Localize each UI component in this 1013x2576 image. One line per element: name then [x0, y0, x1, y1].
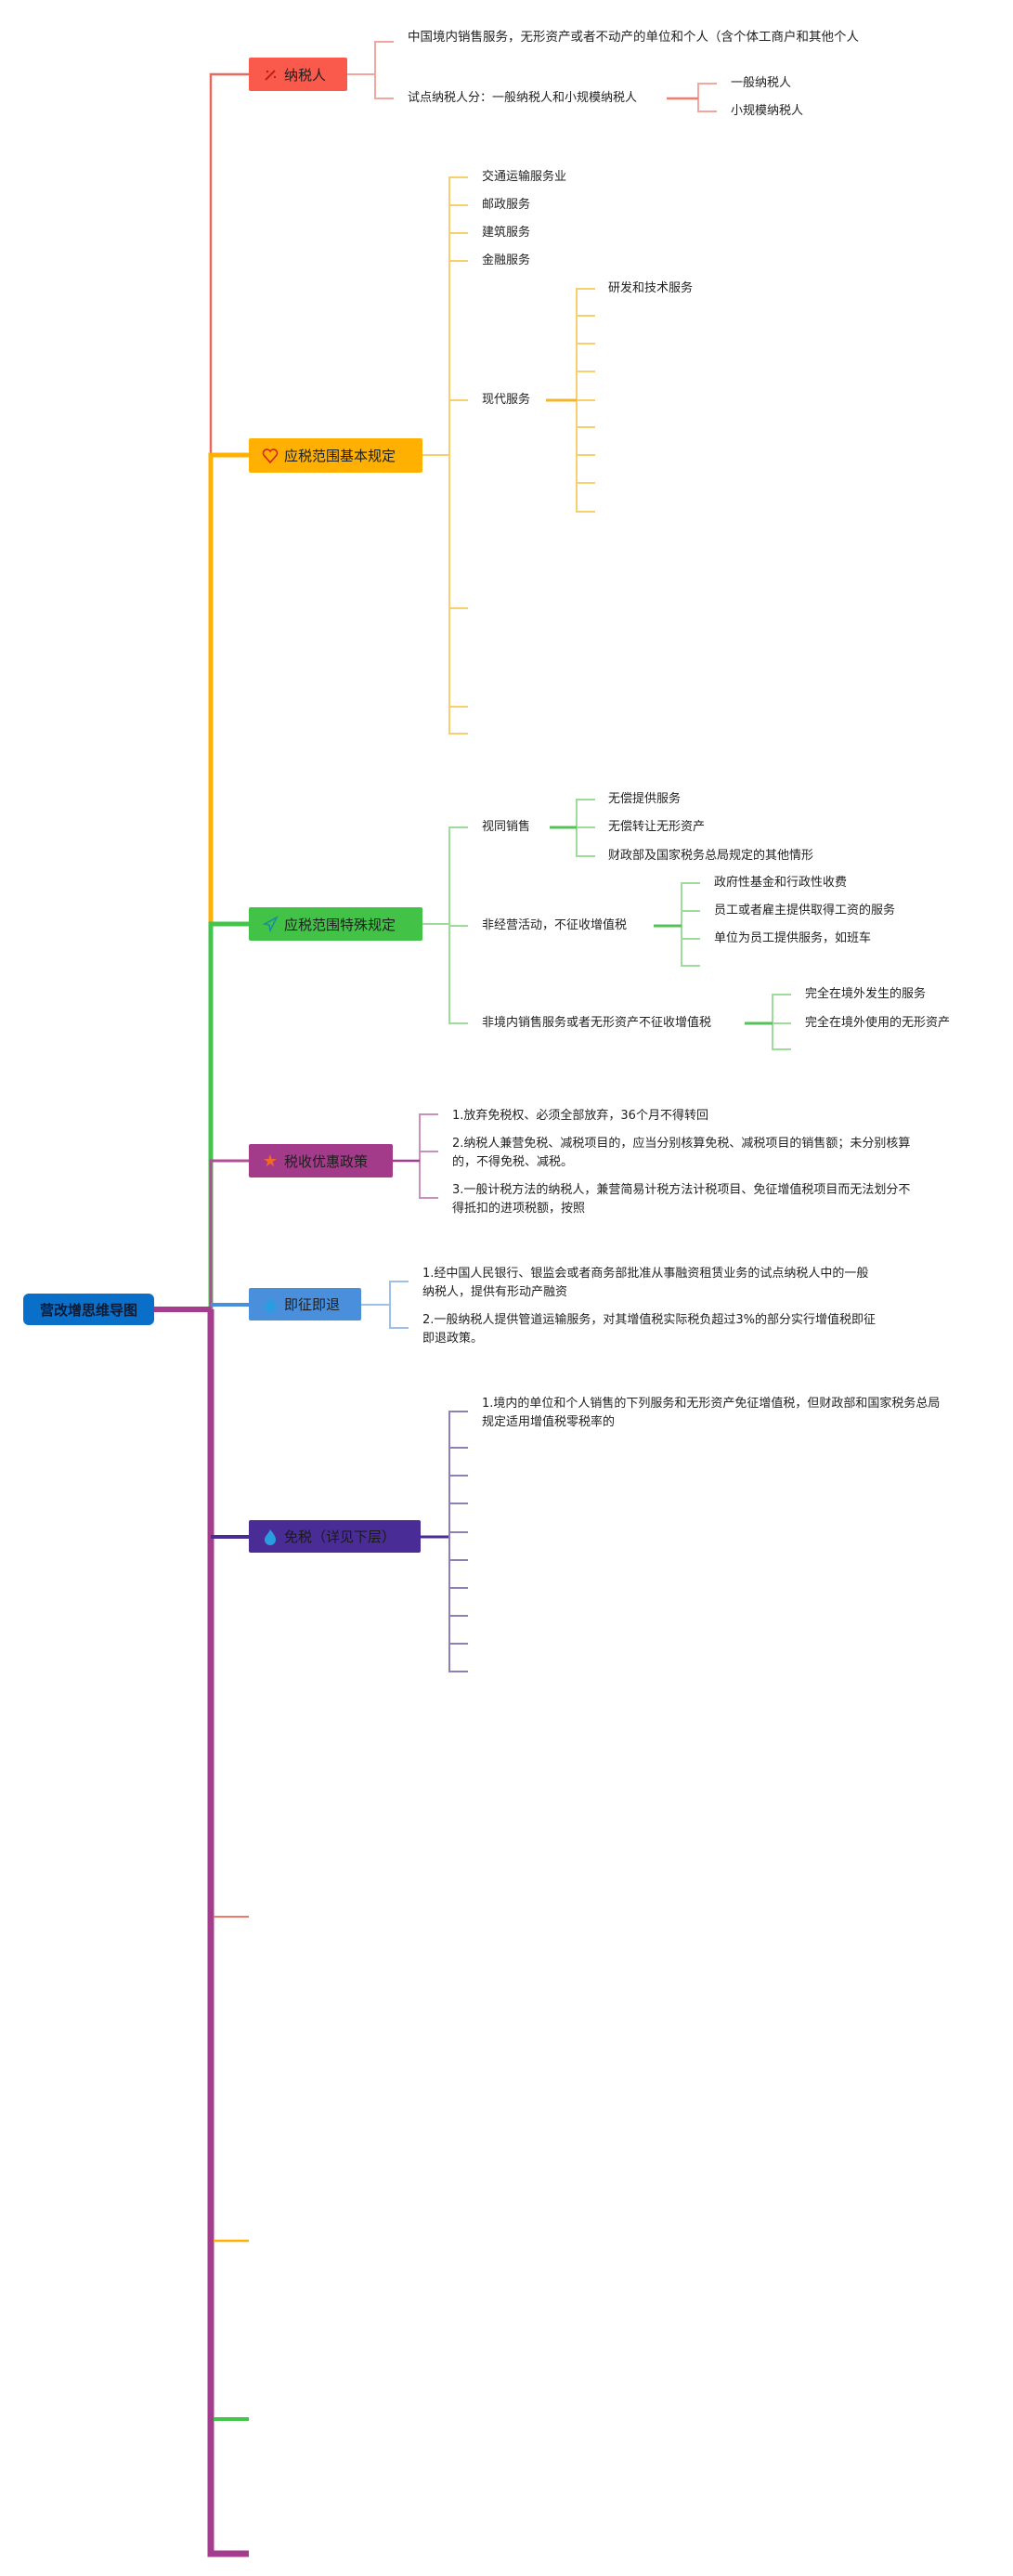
preferential-item[interactable]: 3.一般计税方法的纳税人，兼营简易计税方法计税项目、免征增值税项目而无法划分不得… — [452, 1183, 911, 1216]
branch-special-scope[interactable]: 应税范围特殊规定 — [249, 907, 422, 941]
branch-label: 应税范围特殊规定 — [284, 916, 396, 933]
heart-icon — [262, 448, 279, 464]
nonbusiness-item[interactable]: 政府性基金和行政性收费 — [714, 876, 848, 890]
preferential-item[interactable]: 2.纳税人兼营免税、减税项目的，应当分别核算免税、减税项目的销售额；未分别核算的… — [452, 1137, 911, 1169]
branch-label: 即征即退 — [284, 1296, 341, 1313]
special-deemed-sales[interactable]: 视同销售 — [482, 820, 531, 834]
branch-exemption[interactable]: 免税（详见下层） — [249, 1520, 421, 1553]
taxpayer-types[interactable]: 试点纳税人分：一般纳税人和小规模纳税人 — [408, 91, 638, 105]
branch-label: 应税范围基本规定 — [284, 448, 396, 464]
branch-basic-scope[interactable]: 应税范围基本规定 — [249, 438, 422, 473]
preferential-item[interactable]: 1.放弃免税权、必须全部放弃，36个月不得转回 — [452, 1109, 708, 1123]
branch-immediate-refund[interactable]: 即征即退 — [249, 1288, 361, 1321]
root-label: 营改增思维导图 — [39, 1301, 137, 1319]
exempt-item[interactable]: 1.境内的单位和个人销售的下列服务和无形资产免征增值税，但财政部和国家税务总局规… — [482, 1397, 941, 1429]
flame-icon — [262, 1529, 279, 1545]
taxpayer-type-general[interactable]: 一般纳税人 — [731, 76, 792, 90]
deemed-item[interactable]: 无偿转让无形资产 — [608, 820, 706, 834]
taxpayer-definition[interactable]: 中国境内销售服务，无形资产或者不动产的单位和个人（含个体工商户和其他个人 — [408, 30, 859, 45]
special-nonbusiness[interactable]: 非经营活动，不征收增值税 — [482, 918, 628, 932]
branch-preferential-policy[interactable]: ★ 税收优惠政策 — [249, 1144, 393, 1177]
branch-label: 免税（详见下层） — [284, 1529, 396, 1545]
branch-label: 纳税人 — [284, 66, 327, 84]
star-icon: ★ — [262, 1151, 279, 1171]
branch-label: 税收优惠政策 — [284, 1152, 369, 1170]
modern-service-item[interactable]: 研发和技术服务 — [608, 281, 694, 295]
special-offshore[interactable]: 非境内销售服务或者无形资产不征收增值税 — [482, 1016, 712, 1030]
paper-plane-icon — [262, 916, 279, 932]
basic-item[interactable]: 交通运输服务业 — [482, 170, 567, 184]
magic-wand-icon — [262, 66, 279, 83]
deemed-item[interactable]: 财政部及国家税务总局规定的其他情形 — [608, 849, 814, 863]
refund-item[interactable]: 1.经中国人民银行、银监会或者商务部批准从事融资租赁业务的试点纳税人中的一般纳税… — [422, 1267, 869, 1299]
offshore-item[interactable]: 完全在境外使用的无形资产 — [805, 1016, 951, 1030]
nonbusiness-item[interactable]: 单位为员工提供服务，如班车 — [714, 931, 872, 945]
flame-icon — [262, 1296, 279, 1313]
offshore-item[interactable]: 完全在境外发生的服务 — [805, 987, 927, 1001]
taxpayer-type-small[interactable]: 小规模纳税人 — [731, 104, 804, 118]
basic-item[interactable]: 金融服务 — [482, 254, 531, 267]
basic-item[interactable]: 建筑服务 — [482, 226, 531, 240]
basic-modern-services[interactable]: 现代服务 — [482, 393, 531, 407]
basic-item[interactable]: 邮政服务 — [482, 198, 531, 212]
branch-taxpayer[interactable]: 纳税人 — [249, 58, 347, 91]
refund-item[interactable]: 2.一般纳税人提供管道运输服务，对其增值税实际税负超过3%的部分实行增值税即征即… — [422, 1313, 877, 1346]
deemed-item[interactable]: 无偿提供服务 — [608, 792, 682, 806]
nonbusiness-item[interactable]: 员工或者雇主提供取得工资的服务 — [714, 904, 896, 917]
root-node[interactable]: 营改增思维导图 — [23, 1294, 154, 1325]
